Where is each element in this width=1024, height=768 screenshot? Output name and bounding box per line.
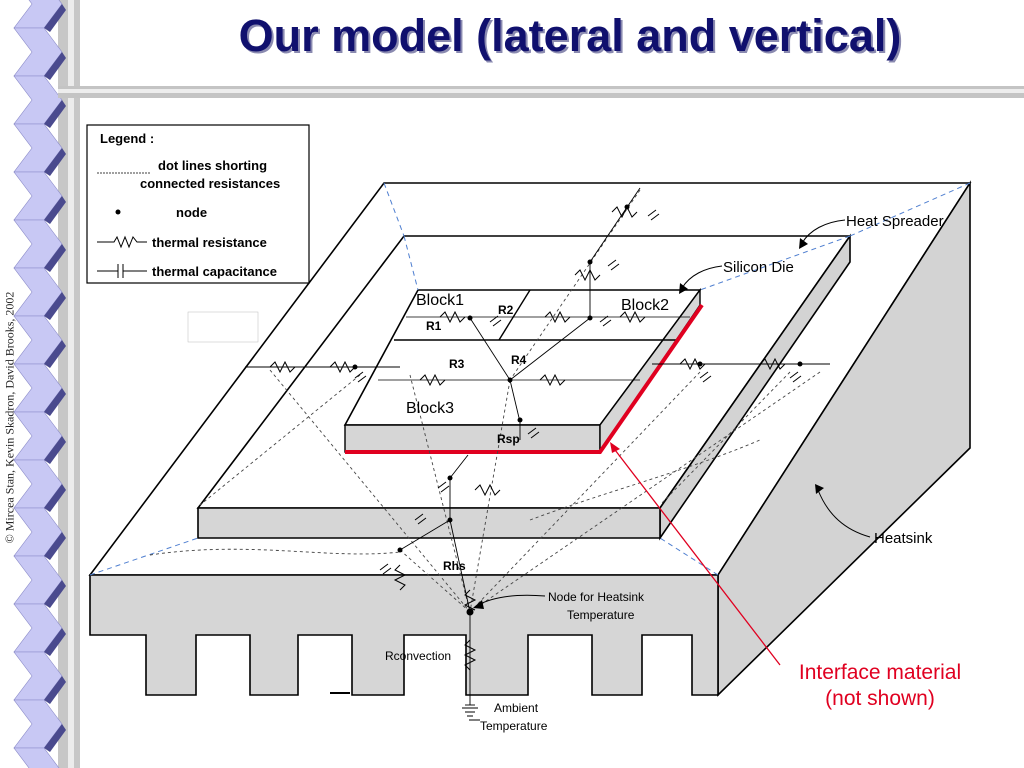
legend-capacitance-label: thermal capacitance [152,264,277,279]
sidebar-chevron-shadow [44,148,66,176]
sidebar-rail-highlight [68,0,74,768]
sidebar-chevron-shadow [44,484,66,512]
sidebar-chevron-shadow [44,388,66,416]
sidebar-chevron-shadow [44,724,66,752]
node-heatsink-callout-line1: Node for Heatsink [548,590,645,604]
die-block-divider [498,289,531,341]
silicon-die-callout: Silicon Die [723,259,794,276]
interface-callout-line1: Interface material [799,661,961,684]
blank-patch [187,311,259,343]
legend-capacitor-sample [97,264,147,278]
heat-spreader-front-face [197,507,661,539]
sidebar-chevron-shadow [44,52,66,80]
node-heatsink-callout-line2: Temperature [567,608,635,622]
heatsink-callout: Heatsink [874,530,933,547]
legend-node-sample [115,209,121,215]
r4-label: R4 [511,353,527,367]
block2-label: Block2 [621,297,669,314]
legend-heading: Legend : [100,131,154,146]
rhs-label: Rhs [443,559,466,573]
sidebar-chevron-shadow [44,244,66,272]
sidebar-chevron-shadow [44,196,66,224]
slide-title: Our model (lateral and vertical) [238,10,902,61]
network-wires [245,187,830,706]
sidebar-chevron-shadow [44,676,66,704]
sidebar-chevron-shadow [44,4,66,32]
interface-callout-line2: (not shown) [825,687,935,710]
interface-arrowhead [610,442,620,453]
legend: Legend : dot lines shorting connected re… [86,124,310,284]
sidebar-chevron-shadow [44,436,66,464]
legend-dot-line-label-1: dot lines shorting [158,158,267,173]
legend-resistance-label: thermal resistance [152,235,267,250]
resistor-labels: R1 R2 R3 R4 Rsp Rhs Rconvection [385,303,527,663]
interface-material-highlight [345,303,704,454]
sidebar-chevron-shadow [44,532,66,560]
rsp-label: Rsp [497,432,520,446]
block3-label: Block3 [406,400,454,417]
heatsink-front-face [89,574,719,696]
legend-node-label: node [176,205,207,220]
sidebar-chevron [13,747,60,768]
sidebar-chevrons [13,0,66,768]
interface-arrow-line [611,445,781,666]
resistor-zigzags [269,205,786,671]
block1-label: Block1 [416,292,464,309]
rconvection-label: Rconvection [385,649,451,663]
heat-spreader-callout: Heat Spreader [846,213,944,230]
legend-box [86,124,310,284]
r1-label: R1 [426,319,442,333]
r3-label: R3 [449,357,465,371]
sidebar-chevron-shadow [44,292,66,320]
capacitor-marks [354,209,802,717]
sidebar-chevron-shadow [44,628,66,656]
sidebar-decoration [13,0,80,768]
dot-shorting-lines [149,189,821,613]
r2-label: R2 [498,303,514,317]
sidebar-chevron-shadow [44,340,66,368]
title-underline [58,86,1024,98]
legend-dot-line-label-2: connected resistances [140,176,280,191]
callout-leaders [469,219,871,721]
callout-arrowheads [473,238,824,609]
dash-blue-lines [89,182,971,576]
ambient-callout-line1: Ambient [494,701,539,715]
legend-resistor-sample [97,235,147,249]
silicon-die-front-face [344,424,601,453]
network-nodes [352,204,803,616]
sidebar-chevron-shadow [44,100,66,128]
ambient-callout-line2: Temperature [480,719,548,733]
block-labels: Block1 Block2 Block3 [406,292,669,417]
sidebar-chevron-shadow [44,580,66,608]
